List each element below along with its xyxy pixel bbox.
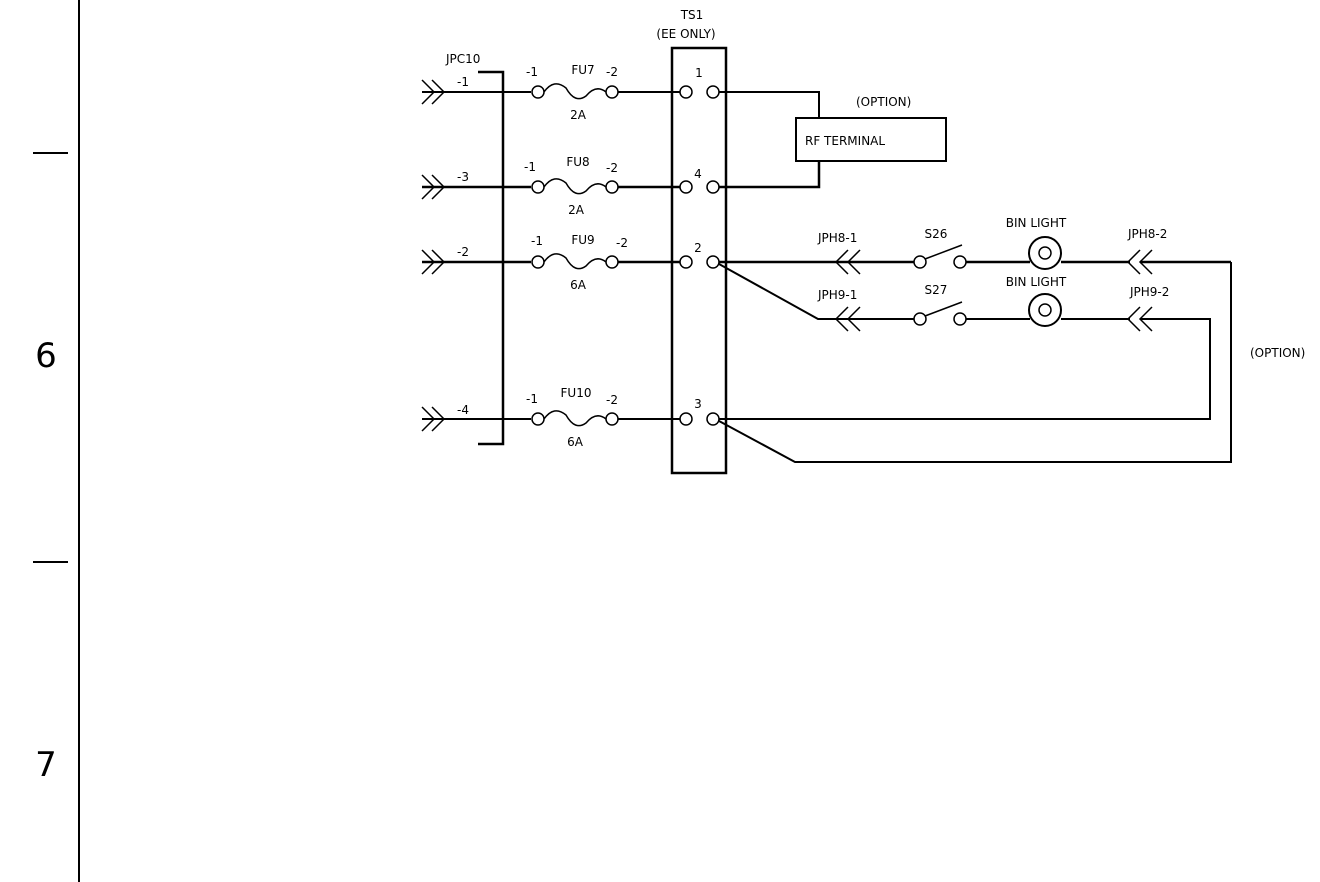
fuse-name-label: FU10 <box>561 386 592 400</box>
lamp-icon <box>1028 236 1062 270</box>
fuse-name-label: FU7 <box>571 63 594 77</box>
fuse-pin-out-label: -2 <box>606 161 618 175</box>
terminal-screw <box>706 255 720 269</box>
fuse-terminal <box>531 180 545 194</box>
connector-jpc10: JPC10 -1 -3 -2 -4 <box>445 52 505 446</box>
wire <box>718 262 1232 463</box>
terminal-number: 3 <box>694 397 702 411</box>
connector-pin-label: -1 <box>457 75 469 89</box>
bin-light-circuit-jph9: JPH9-1 S27 BIN LIGHT JPH9-2 <box>718 263 1211 420</box>
connector-label: JPH8-1 <box>817 231 857 245</box>
fuse-rating-label: 6A <box>567 435 584 449</box>
fuse-pin-out-label: -2 <box>606 393 618 407</box>
zone-6-label: 6 <box>35 336 57 376</box>
fuse-pin-out-label: -2 <box>606 65 618 79</box>
fuse-terminal <box>605 255 619 269</box>
fuse-pin-in-label: -1 <box>531 234 543 248</box>
switch-blade-icon <box>924 301 963 317</box>
fuse-rating-label: 2A <box>570 108 587 122</box>
bin-light-option-label: (OPTION) <box>1250 346 1305 360</box>
terminal-screw <box>679 255 693 269</box>
switch-terminal <box>953 255 967 269</box>
terminal-number: 4 <box>694 167 702 181</box>
terminal-screw <box>679 85 693 99</box>
fuse-pin-in-label: -1 <box>526 65 538 79</box>
wire <box>719 161 821 189</box>
terminal-number: 1 <box>695 66 703 80</box>
input-wires <box>421 79 531 432</box>
switch-terminal <box>913 312 927 326</box>
terminal-screw <box>706 180 720 194</box>
lamp-filament-icon <box>1038 246 1052 260</box>
rf-terminal-option: (OPTION) <box>856 95 911 109</box>
terminal-strip-body <box>670 46 728 475</box>
fuse-symbol-icon <box>543 253 607 270</box>
switch-blade-icon <box>924 244 963 260</box>
fuse-terminal <box>605 180 619 194</box>
fuse-rating-label: 6A <box>570 278 587 292</box>
terminal-screw <box>706 412 720 426</box>
terminal-screw <box>679 180 693 194</box>
fuse-terminal <box>531 255 545 269</box>
terminal-screw <box>706 85 720 99</box>
wire <box>718 263 848 320</box>
lamp-filament-icon <box>1038 303 1052 317</box>
fuse-fu9: -1 FU9 -2 6A <box>531 233 628 292</box>
terminal-number: 2 <box>694 241 702 255</box>
fuse-symbol-icon <box>543 83 607 100</box>
rf-terminal: RF TERMINAL (OPTION) <box>719 91 947 189</box>
fuse-terminal <box>605 85 619 99</box>
fuse-name-label: FU8 <box>566 155 589 169</box>
terminal-strip-note: (EE ONLY) <box>656 27 715 41</box>
connector-label: JPH8-2 <box>1127 227 1167 241</box>
terminal-strip-name: TS1 <box>680 8 704 22</box>
rf-terminal-box <box>795 117 947 162</box>
connector-bracket <box>478 70 505 446</box>
page-margin: 6 7 <box>33 0 80 882</box>
fuse-pin-out-label: -2 <box>616 236 628 250</box>
fuse-name-label: FU9 <box>571 233 594 247</box>
fuse-symbol-icon <box>543 178 607 195</box>
connector-label: JPH9-2 <box>1129 285 1169 299</box>
bin-light-circuit-jph8: JPH8-1 S26 BIN LIGHT JPH8-2 <box>719 216 1231 275</box>
connector-pin-label: -2 <box>457 245 469 259</box>
fuse-terminal <box>531 85 545 99</box>
connector-pin-label: -4 <box>457 403 469 417</box>
connector-pin-label: -3 <box>457 170 469 184</box>
wire <box>719 91 820 118</box>
fuse-pin-in-label: -1 <box>526 392 538 406</box>
wire <box>719 318 1211 420</box>
switch-label: S26 <box>925 227 948 241</box>
lamp-icon <box>1028 293 1062 327</box>
rf-terminal-label: RF TERMINAL <box>805 134 885 148</box>
switch-label: S27 <box>925 283 948 297</box>
terminal-screw <box>679 412 693 426</box>
terminal-strip-ts1: TS1 (EE ONLY) 1 4 2 3 <box>656 8 728 475</box>
connector-jpc10-label: JPC10 <box>445 52 480 66</box>
zone-7-label: 7 <box>35 745 57 785</box>
switch-terminal <box>953 312 967 326</box>
fuse-fu8: -1 FU8 -2 2A <box>524 155 619 217</box>
fuse-fu10: -1 FU10 -2 6A <box>526 386 619 449</box>
fuse-fu7: -1 FU7 -2 2A <box>526 63 619 122</box>
lamp-label: BIN LIGHT <box>1006 216 1067 230</box>
fuse-symbol-icon <box>543 410 607 427</box>
fuse-pin-in-label: -1 <box>524 160 536 174</box>
fuse-terminal <box>605 412 619 426</box>
connector-label: JPH9-1 <box>817 288 857 302</box>
fuse-rating-label: 2A <box>568 203 585 217</box>
switch-terminal <box>913 255 927 269</box>
lamp-label: BIN LIGHT <box>1006 275 1067 289</box>
fuse-terminal <box>531 412 545 426</box>
